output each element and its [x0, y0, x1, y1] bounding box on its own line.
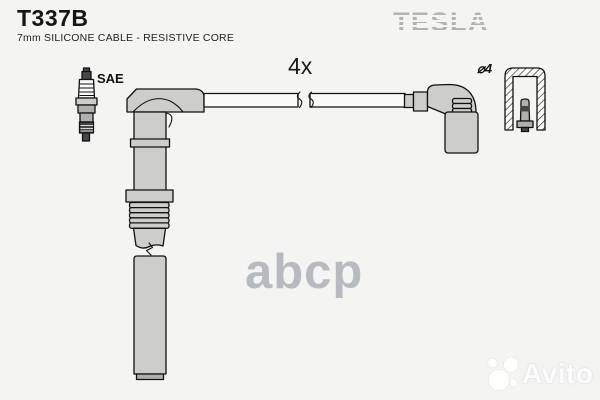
avito-logo-circles: [487, 356, 519, 391]
brand-logo-stripes: [391, 7, 491, 37]
elbow-boot-drawing: [403, 83, 479, 154]
diameter-label: ⌀4: [477, 61, 493, 76]
product-subtitle: 7mm SILICONE CABLE - RESISTIVE CORE: [17, 32, 235, 44]
quantity-label: 4x: [288, 53, 313, 79]
ignition-cable-drawing: [203, 91, 406, 109]
part-number: T337B: [17, 5, 89, 31]
avito-watermark-text: Avito: [522, 358, 594, 389]
abcp-watermark: abcp: [245, 245, 364, 299]
terminal-cross-section: [504, 67, 546, 133]
spark-plug-icon: [75, 67, 98, 142]
plug-boot-drawing: [125, 88, 205, 381]
sae-label: SAE: [97, 71, 124, 86]
